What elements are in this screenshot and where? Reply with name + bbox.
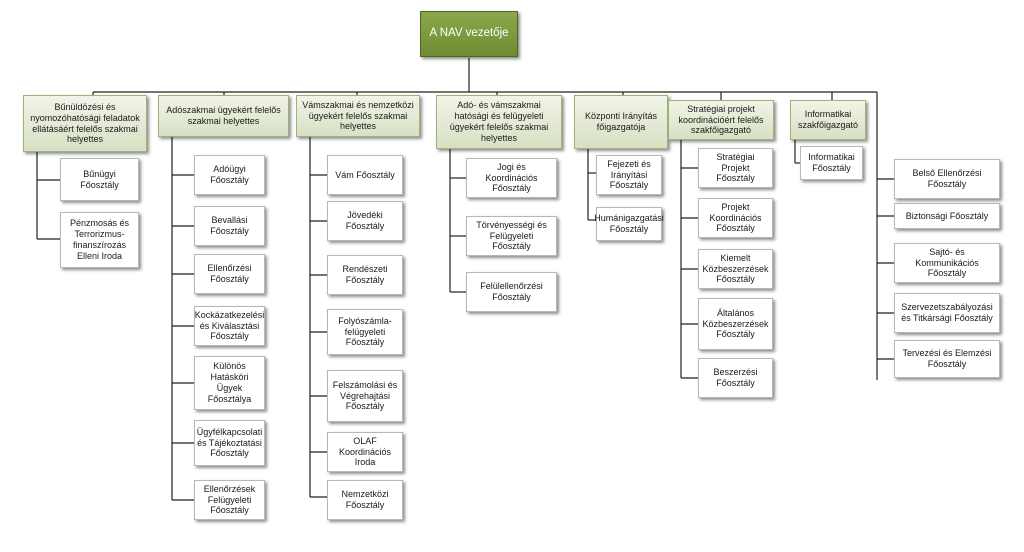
unit-box: OLAF Koordinációs Iroda [327, 432, 403, 472]
unit-box: Jogi és Koordinációs Főosztály [466, 158, 557, 198]
deputy-box-4: Adó- és vámszakmai hatósági és felügyele… [436, 95, 562, 149]
unit-box: Törvényességi és Felügyeleti Főosztály [466, 216, 557, 256]
unit-box: Ellenőrzések Felügyeleti Főosztály [194, 480, 265, 520]
unit-box: Általános Közbeszerzések Főosztály [698, 298, 773, 350]
unit-box: Kockázatkezelési és Kiválasztási Főosztá… [194, 306, 265, 346]
unit-box: Projekt Koordinációs Főosztály [698, 198, 773, 238]
unit-box: Fejezeti és Irányítási Főosztály [596, 155, 662, 195]
deputy-box-6: Stratégiai projekt koordinációért felelő… [668, 100, 774, 140]
unit-box: Vám Főosztály [327, 155, 403, 195]
unit-box: Humánigazgatási Főosztály [594, 207, 664, 241]
direct-unit-box: Biztonsági Főosztály [894, 203, 1000, 229]
unit-box: Felülellenőrzési Főosztály [466, 272, 557, 312]
unit-box: Bűnügyi Főosztály [60, 158, 139, 201]
unit-box: Rendészeti Főosztály [327, 255, 403, 295]
unit-box: Stratégiai Projekt Főosztály [698, 148, 773, 188]
unit-box: Ellenőrzési Főosztály [194, 254, 265, 294]
unit-box: Nemzetközi Főosztály [327, 480, 403, 520]
unit-box: Folyószámla-felügyeleti Főosztály [327, 309, 403, 355]
deputy-box-3: Vámszakmai és nemzetközi ügyekért felelő… [296, 95, 420, 137]
unit-box: Bevallási Főosztály [194, 206, 265, 246]
unit-box: Ügyfélkapcsolati és Tájékoztatási Főoszt… [194, 420, 265, 466]
direct-unit-box: Szervezetszabályozási és Titkársági Főos… [894, 293, 1000, 333]
unit-box: Kiemelt Közbeszerzések Főosztály [698, 249, 773, 289]
unit-box: Pénzmosás és Terrorizmus-finanszírozás E… [60, 212, 139, 268]
deputy-box-5: Központi Irányítás főigazgatója [574, 95, 668, 149]
unit-box: Felszámolási és Végrehajtási Főosztály [327, 370, 403, 422]
unit-box: Beszerzési Főosztály [698, 358, 773, 398]
unit-box: Informatikai Főosztály [800, 146, 863, 180]
deputy-box-2: Adószakmai ügyekért felelős szakmai hely… [158, 95, 289, 137]
unit-box: Különös Hatásköri Ügyek Főosztálya [194, 356, 265, 410]
root-box: A NAV vezetője [420, 11, 518, 57]
direct-unit-box: Tervezési és Elemzési Főosztály [894, 340, 1000, 378]
deputy-box-1: Bűnüldözési és nyomozóhatósági feladatok… [23, 95, 147, 152]
unit-box: Jövedéki Főosztály [327, 201, 403, 241]
deputy-box-7: Informatikai szakfőigazgató [790, 100, 866, 140]
direct-unit-box: Sajtó- és Kommunikációs Főosztály [894, 243, 1000, 283]
unit-box: Adóügyi Főosztály [194, 155, 265, 195]
direct-unit-box: Belső Ellenőrzési Főosztály [894, 159, 1000, 199]
